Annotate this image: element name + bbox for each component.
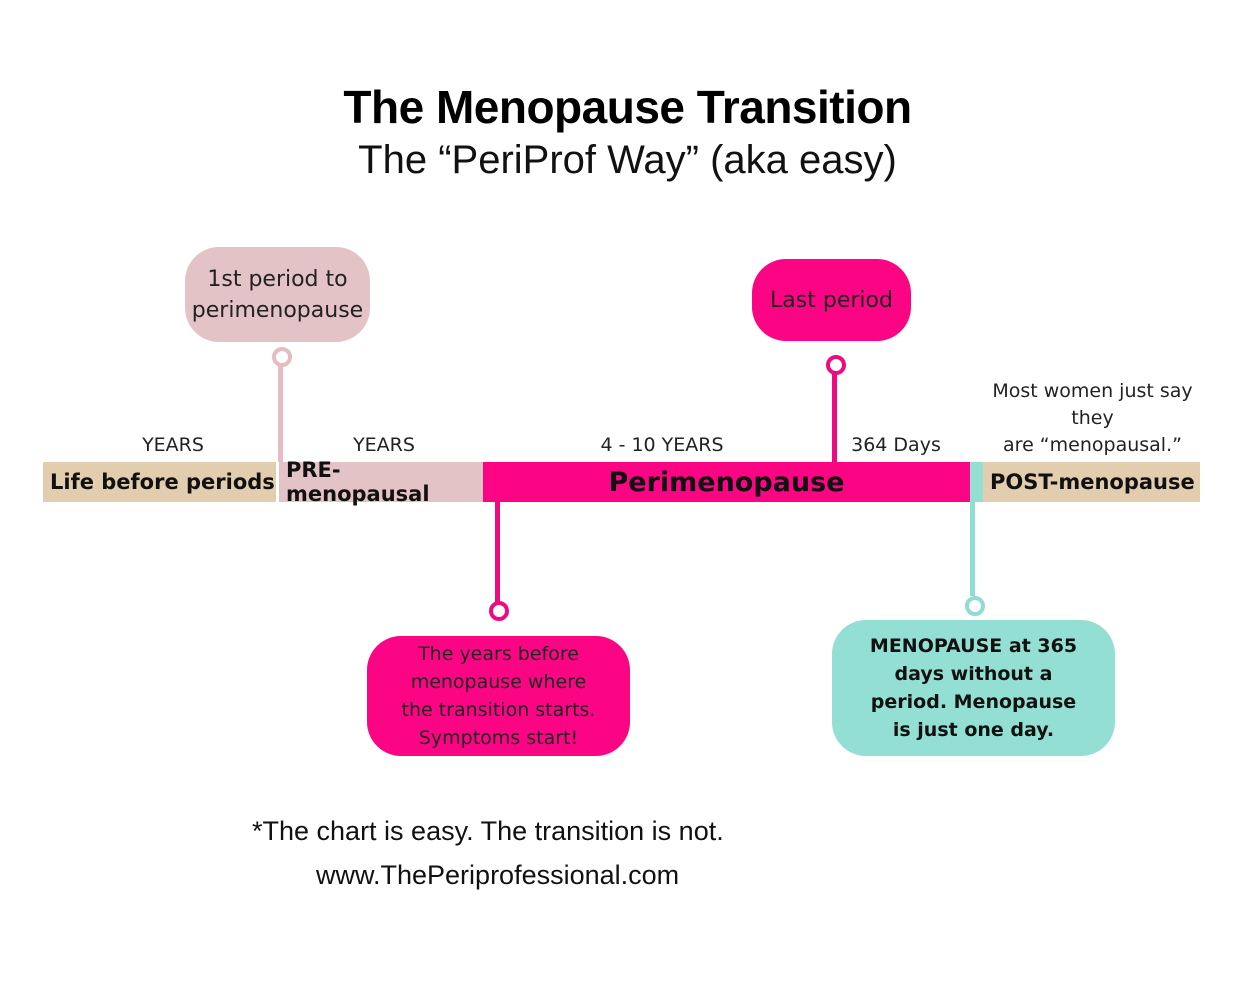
callout-line: is just one day. [892, 719, 1055, 741]
callout-line: MENOPAUSE at 365 [869, 635, 1078, 657]
post-menopause-note: Most women just say they are “menopausal… [985, 378, 1200, 459]
segment-label: Life before periods [50, 470, 275, 494]
segment-post-menopause: POST-menopause [983, 462, 1200, 502]
connector-dot-menopause [965, 596, 985, 616]
page-subtitle: The “PeriProf Way” (aka easy) [358, 138, 897, 182]
segment-life-before-periods: Life before periods [43, 462, 276, 502]
segment-pre-menopausal: PRE-menopausal [279, 458, 483, 506]
duration-peri: 4 - 10 YEARS [600, 434, 724, 456]
connector-menopause [970, 502, 975, 596]
callout-line: The years before [418, 643, 579, 665]
post-note-line: Most women just say [992, 380, 1193, 402]
page-title: The Menopause Transition [343, 81, 912, 133]
connector-last-period [832, 372, 837, 464]
segment-perimenopause: Perimenopause [483, 462, 970, 502]
segment-label: Perimenopause [608, 466, 845, 498]
footer-url[interactable]: www.ThePeriprofessional.com [316, 860, 680, 890]
callout-line: 1st period to [207, 266, 348, 292]
connector-transition-starts [495, 502, 500, 602]
segment-label: PRE-menopausal [286, 458, 430, 506]
post-note-line: are “menopausal.” [1003, 434, 1182, 456]
connector-dot-transition-starts [489, 601, 509, 621]
duration-life: YEARS [142, 434, 204, 456]
segment-label: POST-menopause [990, 470, 1195, 494]
callout-first-period: 1st period to perimenopause [185, 247, 370, 342]
callout-line: period. Menopause [870, 691, 1077, 713]
callout-line: days without a [894, 663, 1053, 685]
callout-text: Last period [770, 287, 893, 313]
callout-transition-starts: The years before menopause where the tra… [367, 636, 630, 756]
callout-line: Symptoms start! [418, 727, 579, 749]
footer-note: *The chart is easy. The transition is no… [252, 816, 724, 846]
callout-line: perimenopause [191, 297, 364, 323]
callout-last-period: Last period [752, 259, 911, 341]
connector-first-period [278, 362, 283, 462]
connector-dot-first-period [272, 347, 292, 367]
callout-line: menopause where [410, 671, 587, 693]
segment-menopause-marker [970, 462, 983, 502]
connector-dot-last-period [826, 355, 846, 375]
callout-menopause: MENOPAUSE at 365 days without a period. … [832, 620, 1115, 756]
post-note-line: they [1071, 407, 1114, 429]
callout-line: the transition starts. [401, 699, 596, 721]
duration-last-year: 364 Days [851, 434, 941, 456]
duration-pre: YEARS [353, 434, 415, 456]
